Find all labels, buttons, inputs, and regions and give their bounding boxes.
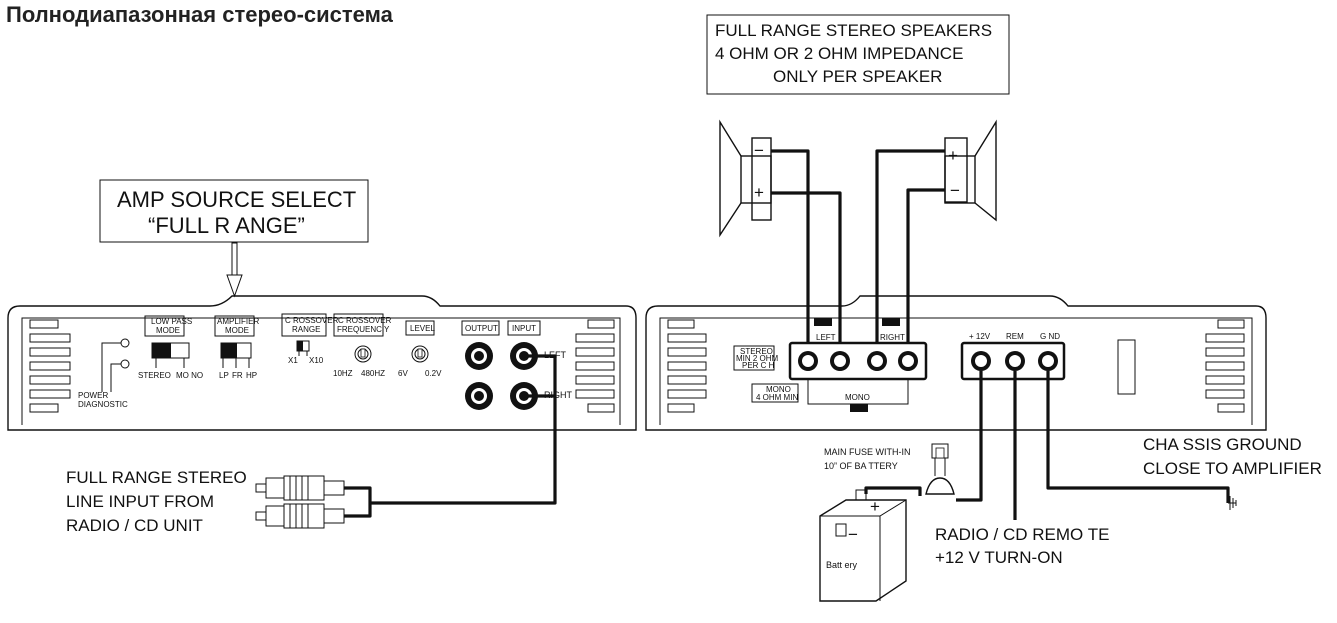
source-select-callout: AMP SOURCE SELECT “FULL R ANGE” (99, 179, 369, 298)
right-speaker: + − (944, 119, 997, 222)
right-speaker-plus: + (948, 146, 958, 165)
mono-label: MONO (766, 385, 791, 394)
input-cable (344, 354, 557, 518)
speakers-callout-line3: ONLY PER SPEAKER (773, 67, 942, 86)
left-speaker: − + (719, 119, 772, 238)
main-fuse: MAIN FUSE WITH-IN 10” OF BA TTERY (824, 443, 955, 495)
svg-text:10HZ: 10HZ (333, 369, 353, 378)
speaker-terminal-block: LEFT RIGHT MONO (788, 318, 928, 412)
svg-text:LOW PASS: LOW PASS (151, 317, 192, 326)
stereo-label: STEREO (740, 347, 773, 356)
svg-text:MODE: MODE (225, 326, 249, 335)
svg-text:X1: X1 (288, 356, 298, 365)
diagnostic-label: DIAGNOSTIC (78, 400, 128, 409)
line-input-text-1: FULL RANGE STEREO (66, 468, 247, 487)
speakers-callout: FULL RANGE STEREO SPEAKERS 4 OHM OR 2 OH… (706, 14, 1010, 95)
svg-text:HP: HP (246, 371, 257, 380)
svg-text:LP: LP (219, 371, 229, 380)
front-left-vents (29, 319, 71, 413)
remote-text-1: RADIO / CD REMO TE (935, 525, 1109, 544)
right-speaker-minus: − (950, 181, 960, 200)
page-title: Полнодиапазонная стерео-система (6, 2, 394, 27)
input-rca-jacks (510, 342, 538, 410)
svg-text:MO NO: MO NO (176, 371, 203, 380)
battery: + − Batt ery (819, 489, 907, 602)
line-input-text-2: LINE INPUT FROM (66, 492, 214, 511)
crossover-range-switch: C ROSSOVER RANGE X1 X10 (281, 313, 339, 365)
speaker-wires (771, 149, 945, 352)
power-terminal-block: + 12V REM G ND (960, 332, 1066, 381)
rear-right-vents (1205, 319, 1245, 413)
mono-bridge-label: MONO (845, 393, 870, 402)
stereo-min-label: MIN 2 OHM (736, 354, 779, 363)
output-label: OUTPUT (465, 324, 498, 333)
svg-text:REM: REM (1006, 332, 1024, 341)
svg-text:LEVEL: LEVEL (410, 324, 435, 333)
svg-text:C ROSSOVER: C ROSSOVER (338, 316, 392, 325)
svg-text:6V: 6V (398, 369, 408, 378)
svg-text:RANGE: RANGE (292, 325, 320, 334)
input-label: INPUT (512, 324, 536, 333)
svg-text:480HZ: 480HZ (361, 369, 385, 378)
amplifier-front-panel: POWER DIAGNOSTIC LOW PASS MODE STEREO MO… (7, 295, 637, 431)
fuse-text-2: 10” OF BA TTERY (824, 461, 898, 471)
power-diagnostic-leds: POWER DIAGNOSTIC (78, 338, 130, 409)
power-wires (864, 371, 1230, 520)
left-speaker-plus: + (754, 183, 764, 202)
left-speaker-minus: − (754, 141, 764, 160)
svg-text:STEREO: STEREO (138, 371, 171, 380)
crossover-frequency-knob: C ROSSOVER FREQUENC Y 10HZ 480HZ (333, 313, 392, 378)
battery-label: Batt ery (826, 560, 858, 570)
battery-minus: − (848, 525, 858, 544)
svg-text:FREQUENC Y: FREQUENC Y (337, 325, 390, 334)
svg-text:C ROSSOVER: C ROSSOVER (285, 316, 339, 325)
rca-plugs (255, 475, 345, 529)
fuse-text-1: MAIN FUSE WITH-IN (824, 447, 911, 457)
remote-text-2: +12 V TURN-ON (935, 548, 1063, 567)
svg-text:RIGHT: RIGHT (880, 333, 905, 342)
power-label: POWER (78, 391, 108, 400)
line-input-text-3: RADIO / CD UNIT (66, 516, 203, 535)
svg-text:FR: FR (232, 371, 243, 380)
output-rca-jacks (465, 342, 493, 410)
speakers-callout-line2: 4 OHM OR 2 OHM IMPEDANCE (715, 44, 963, 63)
amplifier-mode-switch: AMPLIFIER MODE LP FR HP (214, 315, 259, 380)
source-select-line1: AMP SOURCE SELECT (117, 187, 356, 212)
svg-text:G ND: G ND (1040, 332, 1060, 341)
svg-text:MODE: MODE (156, 326, 180, 335)
battery-plus: + (870, 497, 880, 516)
low-pass-mode-switch: LOW PASS MODE STEREO MO NO (138, 315, 203, 380)
svg-text:LEFT: LEFT (816, 333, 836, 342)
input-right-label: RIGHT (544, 390, 573, 400)
rear-left-vents (667, 319, 707, 413)
level-knob: LEVEL 6V 0.2V (398, 320, 442, 378)
chassis-ground-icon (1228, 496, 1237, 510)
ground-text-1: CHA SSIS GROUND (1143, 435, 1302, 454)
stereo-per-ch-label: PER C H (742, 361, 775, 370)
source-select-line2: “FULL R ANGE” (148, 213, 305, 238)
svg-text:+ 12V: + 12V (969, 332, 991, 341)
ground-text-2: CLOSE TO AMPLIFIER (1143, 459, 1322, 478)
speakers-callout-line1: FULL RANGE STEREO SPEAKERS (715, 21, 992, 40)
svg-text:AMPLIFIER: AMPLIFIER (217, 317, 259, 326)
svg-text:X10: X10 (309, 356, 324, 365)
svg-text:0.2V: 0.2V (425, 369, 442, 378)
amplifier-rear-panel: STEREO MIN 2 OHM PER C H MONO 4 OHM MIN … (645, 295, 1267, 431)
mono-min-label: 4 OHM MIN (756, 393, 798, 402)
front-right-vents (575, 319, 615, 413)
